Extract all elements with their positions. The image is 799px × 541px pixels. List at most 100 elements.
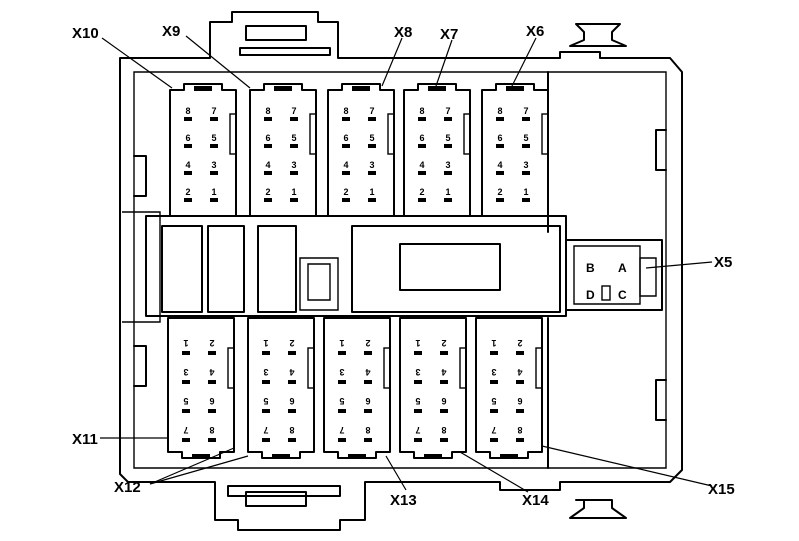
top-pin-label: 3 [523, 160, 528, 170]
bottom-pin-label: 5 [339, 396, 344, 406]
label-x6: X6 [526, 23, 544, 40]
bottom-pin-label: 5 [491, 396, 496, 406]
bottom-pin-cavity [490, 351, 498, 355]
top-pin-cavity [418, 171, 426, 175]
top-pin-label: 3 [369, 160, 374, 170]
top-pin-cavity [290, 117, 298, 121]
label-x9: X9 [162, 23, 180, 40]
center-bar [122, 211, 567, 323]
callout-leaders [100, 35, 713, 493]
bottom-pin-label: 2 [517, 338, 522, 348]
label-x13: X13 [390, 492, 417, 509]
bottom-pin-label: 3 [415, 367, 420, 377]
leader-x10 [101, 37, 173, 89]
top-pin-label: 7 [369, 106, 374, 116]
bottom-pin-cavity [288, 438, 296, 442]
top-pin-cavity [210, 117, 218, 121]
top-pin-label: 3 [291, 160, 296, 170]
bottom-pin-label: 4 [365, 367, 370, 377]
top-pin-label: 1 [291, 187, 296, 197]
label-x5: X5 [714, 254, 732, 271]
top-connector-body [481, 83, 549, 217]
top-pin-label: 4 [265, 160, 270, 170]
bottom-pin-cavity [364, 409, 372, 413]
bottom-pin-label: 2 [289, 338, 294, 348]
top-pin-label: 2 [265, 187, 270, 197]
top-pin-label: 8 [265, 106, 270, 116]
top-pin-cavity [210, 144, 218, 148]
bottom-pin-label: 3 [263, 367, 268, 377]
leader-x13 [385, 455, 407, 491]
bottom-pin-label: 3 [491, 367, 496, 377]
bottom-pin-cavity [288, 409, 296, 413]
bottom-pin-label: 2 [441, 338, 446, 348]
top-pin-label: 8 [419, 106, 424, 116]
bottom-pin-cavity [288, 380, 296, 384]
bottom-pin-cavity [182, 351, 190, 355]
label-x15: X15 [708, 481, 735, 498]
top-pin-cavity [342, 117, 350, 121]
bottom-pin-label: 1 [491, 338, 496, 348]
top-pin-label: 5 [291, 133, 296, 143]
leader-x12a [149, 447, 235, 485]
top-pin-label: 6 [419, 133, 424, 143]
top-pin-label: 6 [343, 133, 348, 143]
bottom-pin-label: 6 [209, 396, 214, 406]
bottom-pin-cavity [262, 409, 270, 413]
bottom-pin-cavity [516, 351, 524, 355]
connector-x5: B A D C [565, 239, 663, 311]
top-pin-label: 8 [497, 106, 502, 116]
bottom-pin-cavity [208, 351, 216, 355]
bottom-pin-cavity [338, 438, 346, 442]
bottom-pin-cavity [414, 409, 422, 413]
top-pin-cavity [418, 144, 426, 148]
label-x8: X8 [394, 24, 412, 41]
top-pin-cavity [184, 144, 192, 148]
top-pin-label: 1 [523, 187, 528, 197]
bottom-pin-label: 7 [263, 425, 268, 435]
bottom-pin-label: 5 [263, 396, 268, 406]
bottom-pin-label: 8 [441, 425, 446, 435]
top-pin-label: 7 [523, 106, 528, 116]
top-pin-label: 1 [211, 187, 216, 197]
top-pin-label: 4 [497, 160, 502, 170]
bottom-pin-cavity [338, 380, 346, 384]
top-pin-label: 5 [523, 133, 528, 143]
x5-cavity-c: C [618, 288, 627, 302]
top-pin-cavity [342, 144, 350, 148]
leader-x14 [459, 451, 529, 493]
top-pin-label: 2 [419, 187, 424, 197]
top-pin-label: 8 [185, 106, 190, 116]
bottom-pin-cavity [440, 380, 448, 384]
top-pin-label: 6 [497, 133, 502, 143]
leader-x8 [381, 37, 403, 87]
bottom-pin-label: 6 [289, 396, 294, 406]
bottom-pin-label: 1 [263, 338, 268, 348]
bottom-pin-cavity [262, 380, 270, 384]
top-pin-label: 5 [445, 133, 450, 143]
bottom-pin-cavity [440, 409, 448, 413]
top-pin-cavity [496, 198, 504, 202]
bottom-pin-cavity [490, 409, 498, 413]
bottom-pin-cavity [182, 409, 190, 413]
leader-x12b [149, 455, 249, 485]
top-pin-cavity [342, 198, 350, 202]
top-pin-label: 5 [211, 133, 216, 143]
top-pin-cavity [290, 144, 298, 148]
top-pin-label: 1 [369, 187, 374, 197]
bottom-pin-cavity [208, 438, 216, 442]
bottom-pin-cavity [440, 438, 448, 442]
top-pin-cavity [522, 117, 530, 121]
bottom-connector-body [475, 317, 543, 459]
bottom-pin-label: 3 [339, 367, 344, 377]
bottom-pin-label: 8 [517, 425, 522, 435]
top-pin-label: 1 [445, 187, 450, 197]
bottom-pin-cavity [338, 351, 346, 355]
bottom-pin-cavity [490, 438, 498, 442]
bottom-pin-label: 1 [415, 338, 420, 348]
top-pin-cavity [368, 171, 376, 175]
